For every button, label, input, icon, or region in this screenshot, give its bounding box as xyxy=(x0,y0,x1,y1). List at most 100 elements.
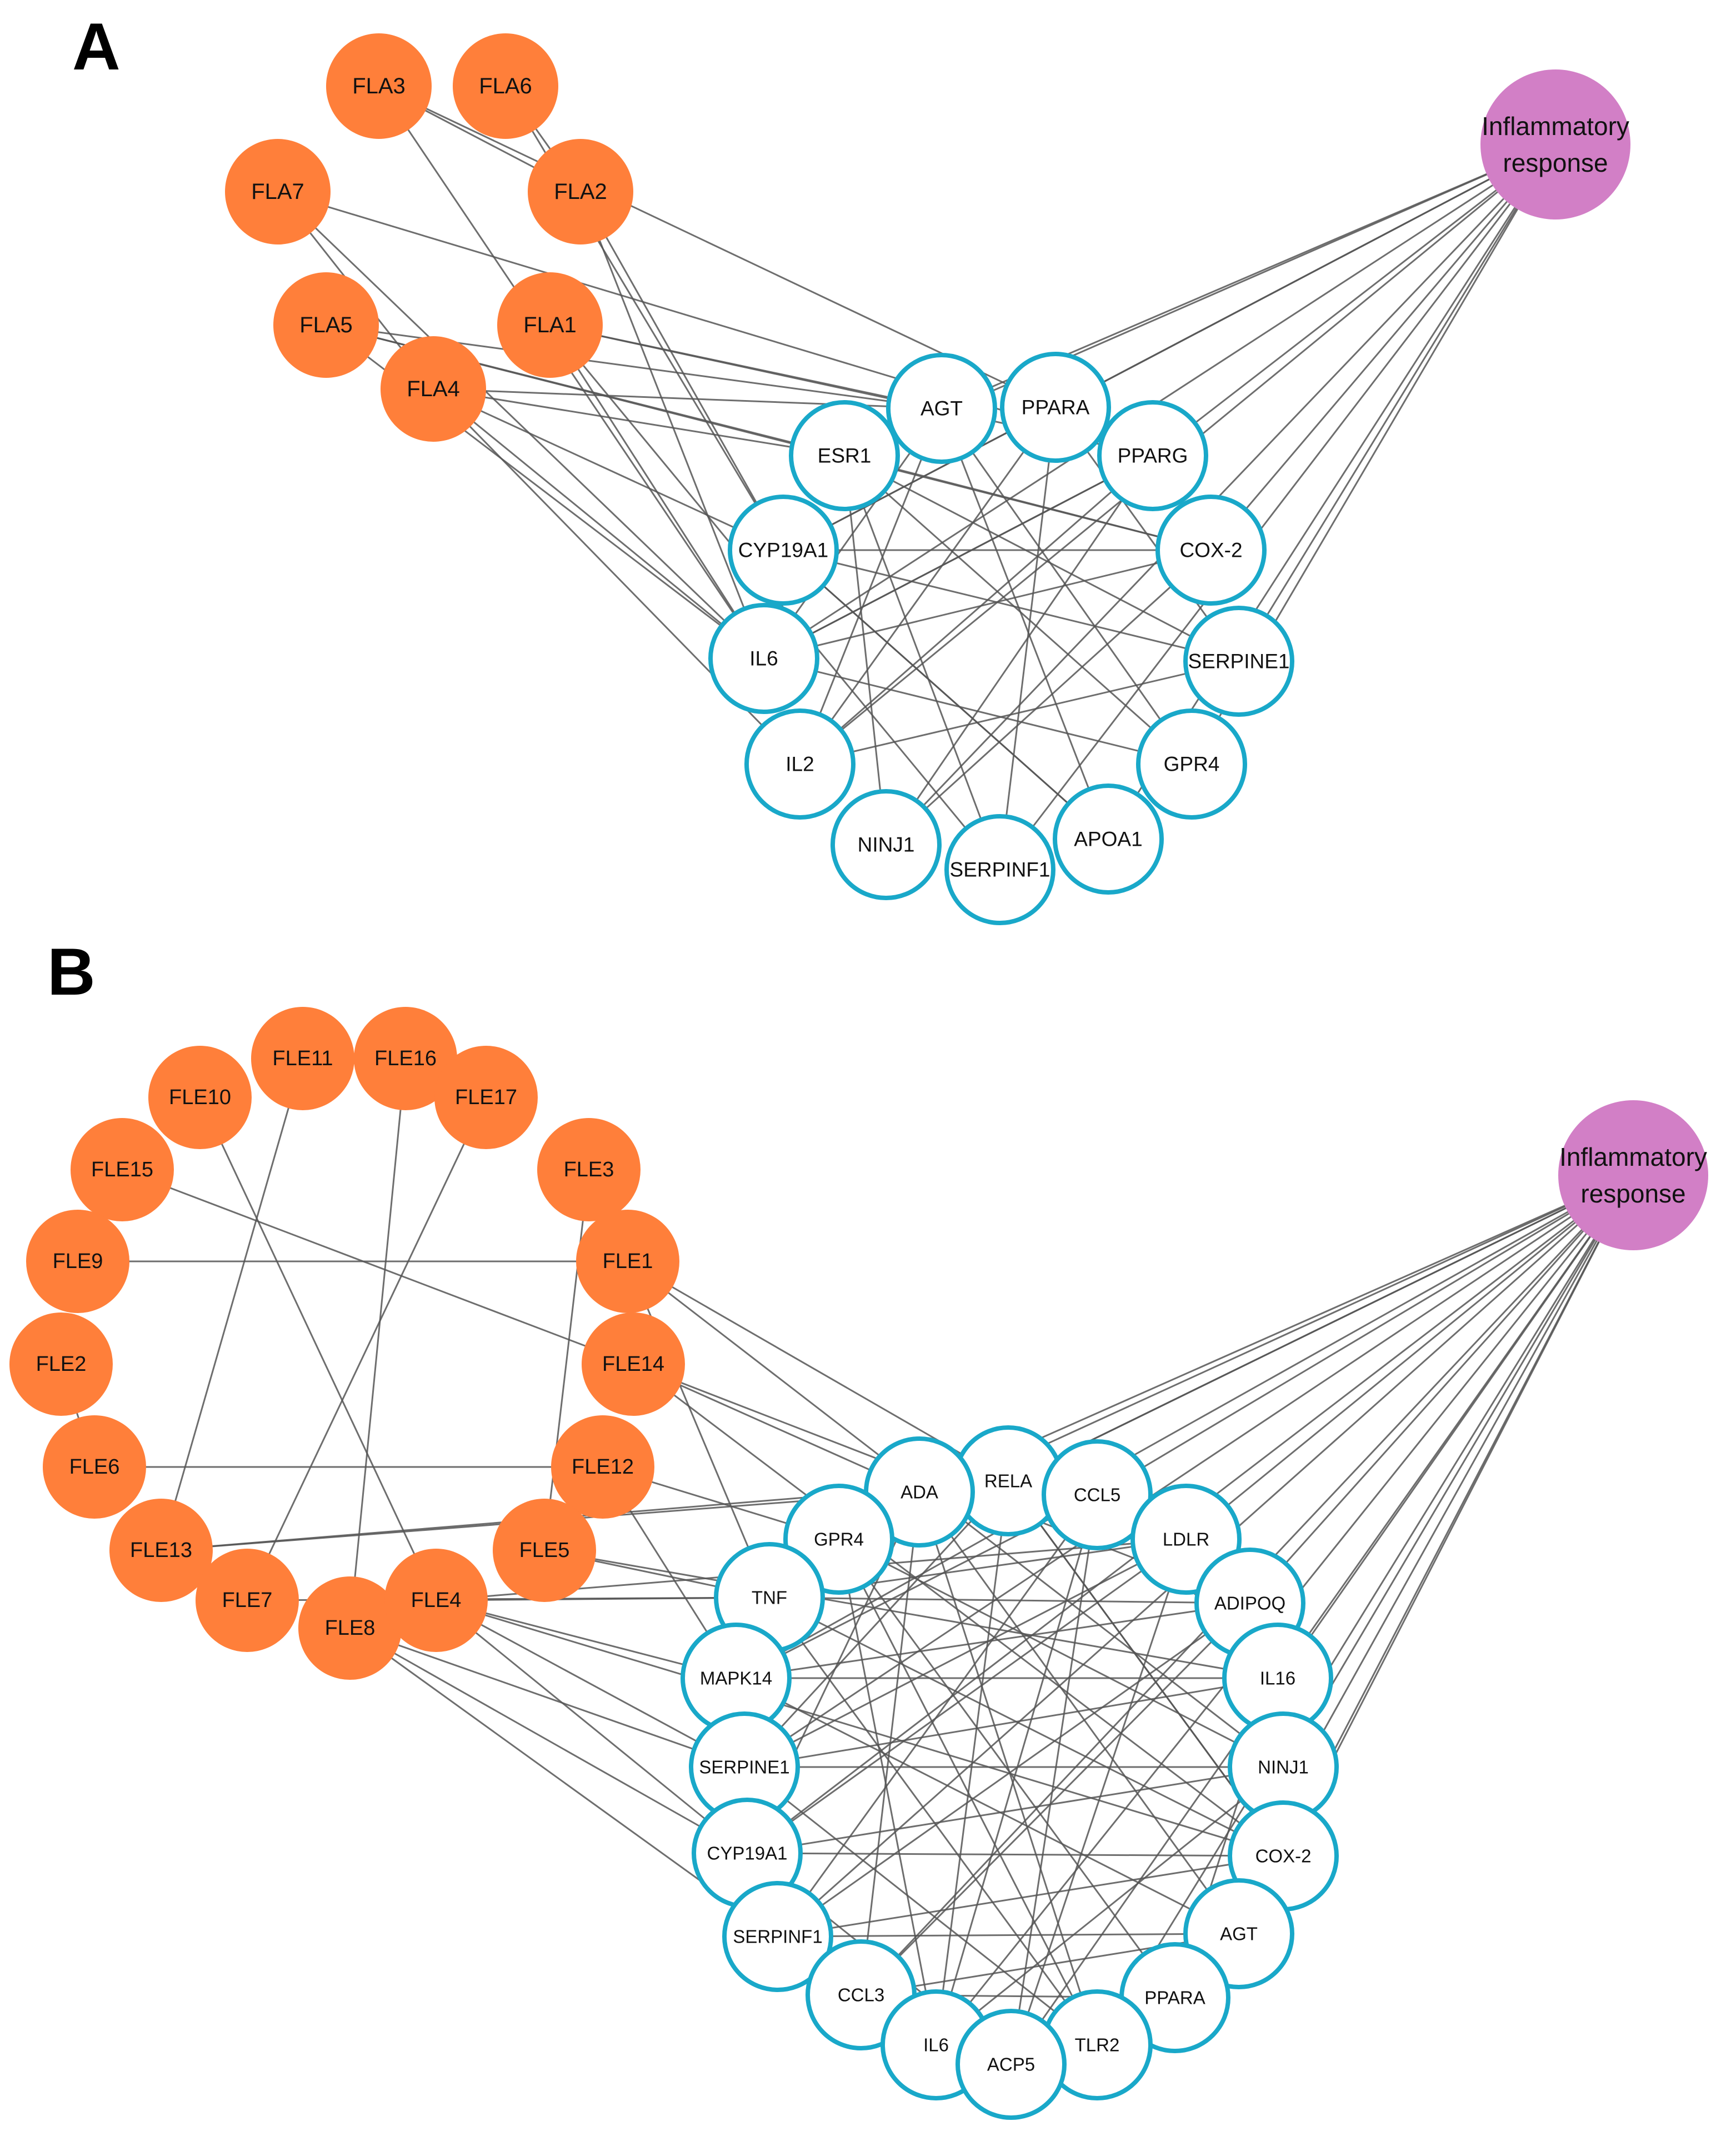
panel-b-edge-fle8-cyp19a1 xyxy=(349,1627,748,1854)
pathway-label-line: Inflammatory xyxy=(1559,1142,1707,1171)
ligand-circle xyxy=(381,336,486,442)
target-label: APOA1 xyxy=(1074,828,1142,851)
ligand-circle xyxy=(453,33,558,139)
panel-b-edge-rela-serpine1 xyxy=(743,1480,1009,1768)
panel-b-edge-ada-tlr2 xyxy=(918,1491,1098,2045)
ligand-circle xyxy=(71,1118,174,1221)
target-label: CYP19A1 xyxy=(707,1843,788,1864)
target-circle xyxy=(955,2009,1067,2120)
panel-a-edge-fla7-il6 xyxy=(277,191,765,660)
ligand-circle xyxy=(148,1046,252,1149)
target-label: IL6 xyxy=(923,2035,949,2055)
panel-a-ligand-node-fla4: FLA4 xyxy=(381,336,486,442)
panel-b-edge-fle15-fle14 xyxy=(122,1169,634,1365)
panel-b-edge-fle4-cox-2 xyxy=(436,1599,1284,1857)
panel-b-edge-adipoq-mapk14 xyxy=(736,1602,1250,1679)
panel-a-ligand-node-fla2: FLA2 xyxy=(528,139,633,244)
panel-a-target-node-cox-2: COX-2 xyxy=(1155,495,1267,606)
panel-b-edge-rela-il6 xyxy=(935,1480,1009,2045)
ligand-circle xyxy=(434,1046,538,1149)
panel-b-edge-fle4-cyp19a1 xyxy=(436,1599,748,1854)
target-label: TNF xyxy=(752,1588,787,1608)
panel-b-edge-il6-ccl5 xyxy=(935,1494,1098,2045)
ligand-circle xyxy=(576,1210,679,1313)
panel-a-edge-serpinf1-esr1 xyxy=(843,455,1001,870)
panel-b-edge-gpr4-ppara xyxy=(838,1539,1176,1998)
panel-b-ligand-node-fle10: FLE10 xyxy=(148,1046,252,1149)
panel-a-edge-serpine1-il2 xyxy=(799,660,1239,765)
target-label: NINJ1 xyxy=(858,834,915,856)
target-label: PPARG xyxy=(1118,445,1188,467)
target-label: MAPK14 xyxy=(700,1668,772,1689)
panel-b-ligand-node-fle4: FLE4 xyxy=(384,1549,488,1652)
panel-b-ligand-node-fle1: FLE1 xyxy=(576,1210,679,1313)
panel-a-target-node-ninj1: NINJ1 xyxy=(831,789,942,900)
target-circle xyxy=(1097,400,1208,511)
panel-a-edge-agt-gpr4 xyxy=(940,408,1193,765)
panel-b-edge-fle10-fle4 xyxy=(199,1097,437,1601)
target-label: ACP5 xyxy=(987,2054,1035,2075)
panel-a-target-node-serpine1: SERPINE1 xyxy=(1183,606,1294,717)
panel-a-edge-pathway-serpinf1 xyxy=(999,144,1557,870)
ligand-label: FLE1 xyxy=(603,1250,653,1273)
panel-a-target-node-il6: IL6 xyxy=(708,603,819,714)
panel-b-edge-pathway-adipoq xyxy=(1249,1174,1634,1604)
panel-b-edge-il16-serpine1 xyxy=(744,1677,1278,1768)
target-label: GPR4 xyxy=(1164,753,1220,776)
target-circle xyxy=(1183,606,1294,717)
panel-b-ligand-node-fle8: FLE8 xyxy=(298,1576,402,1680)
ligand-circle xyxy=(551,1415,654,1519)
ligand-label: FLE14 xyxy=(602,1353,664,1376)
panel-a-edge-pathway-pparg xyxy=(1152,143,1556,457)
target-circle xyxy=(831,789,942,900)
target-circle xyxy=(722,1881,833,1992)
ligand-label: FLA4 xyxy=(407,377,460,401)
panel-b-ligand-node-fle5: FLE5 xyxy=(493,1499,596,1602)
panel-b-target-node-ninj1: NINJ1 xyxy=(1228,1711,1339,1823)
panel-a-edge-cyp19a1-serpine1 xyxy=(783,549,1239,662)
panel-a-label: A xyxy=(72,9,121,84)
panel-b-ligand-node-fle2: FLE2 xyxy=(9,1312,113,1416)
panel-b-ligand-node-fle9: FLE9 xyxy=(26,1210,129,1313)
target-label: IL16 xyxy=(1260,1668,1295,1689)
ligand-label: FLA7 xyxy=(251,179,304,204)
panel-b-target-node-il16: IL16 xyxy=(1222,1623,1333,1734)
target-label: IL6 xyxy=(749,647,778,670)
ligand-circle xyxy=(109,1499,213,1602)
target-circle xyxy=(886,353,997,464)
panel-b-edge-ninj1-cyp19a1 xyxy=(747,1766,1284,1854)
panel-a-ligand-node-fla3: FLA3 xyxy=(326,33,432,139)
panel-a-edge-pathway-ninj1 xyxy=(885,143,1557,846)
panel-a-edge-cox-2-il6 xyxy=(763,549,1212,660)
ligand-label: FLE6 xyxy=(69,1455,120,1479)
ligand-label: FLE3 xyxy=(564,1158,614,1181)
target-label: COX-2 xyxy=(1179,539,1242,562)
ligand-label: FLE4 xyxy=(411,1589,462,1612)
ligand-circle xyxy=(273,272,379,378)
panel-b-edge-fle16-fle8 xyxy=(349,1058,407,1629)
panel-a-target-node-ppara: PPARA xyxy=(1000,352,1111,463)
target-circle xyxy=(944,814,1055,925)
panel-b-edge-cyp19a1-cox-2 xyxy=(747,1852,1284,1857)
target-label: ADIPOQ xyxy=(1214,1593,1285,1614)
panel-b-ligand-node-fle11: FLE11 xyxy=(251,1007,354,1110)
panel-b-target-node-ada: ADA xyxy=(864,1436,975,1548)
panel-b-target-node-ccl5: CCL5 xyxy=(1042,1439,1153,1550)
panel-b-edge-tnf-cox-2 xyxy=(769,1596,1284,1857)
panel-b-edge-ada-agt xyxy=(918,1491,1240,1934)
target-label: SERPINE1 xyxy=(1188,650,1289,673)
panel-a-ligand-node-fla7: FLA7 xyxy=(225,139,331,244)
panel-a-edge-pathway-cox-2 xyxy=(1210,144,1557,551)
panel-b-edge-fle17-fle7 xyxy=(246,1097,487,1601)
panel-b-edge-fle11-fle13 xyxy=(160,1058,304,1551)
ligand-label: FLA3 xyxy=(352,74,406,98)
panel-b-edge-ccl5-acp5 xyxy=(1010,1494,1098,2065)
panel-b-ligand-node-fle7: FLE7 xyxy=(196,1549,299,1652)
panel-a-ligand-node-fla1: FLA1 xyxy=(497,272,603,378)
target-label: IL2 xyxy=(786,753,814,776)
panel-b-ligand-node-fle12: FLE12 xyxy=(551,1415,654,1519)
